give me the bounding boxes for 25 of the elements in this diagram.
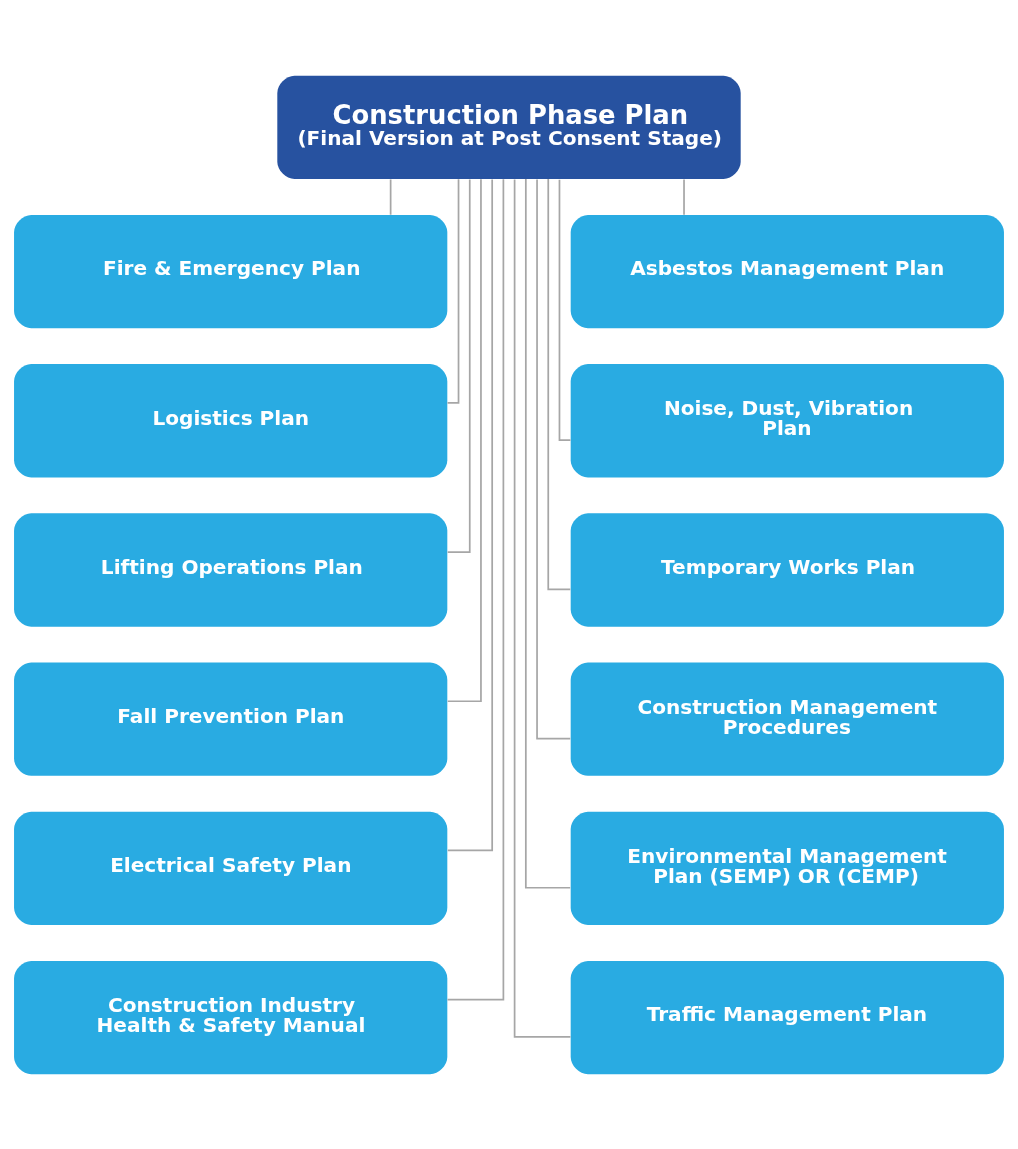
node-box: Asbestos Management Plan <box>570 214 1004 328</box>
connector <box>683 178 685 216</box>
node-box: Environmental Management Plan (SEMP) OR (CEMP) <box>570 811 1004 925</box>
node-box: Logistics Plan <box>14 363 448 477</box>
node-box: Fall Prevention Plan <box>14 662 448 776</box>
connector <box>446 177 460 404</box>
connector <box>524 177 572 889</box>
connector <box>446 178 505 1000</box>
node-box: Fire & Emergency Plan <box>14 214 448 328</box>
connector <box>389 178 392 216</box>
connector <box>547 177 572 590</box>
connector <box>446 177 482 702</box>
connector <box>446 178 471 553</box>
node-box: Lifting Operations Plan <box>14 512 448 627</box>
connector <box>558 178 572 441</box>
node-box: Construction Management Procedures <box>570 662 1004 776</box>
node-box: Construction Phase Plan (Final Version at Post Consent Stage) <box>277 75 741 179</box>
node-box: Traffic Management Plan <box>570 960 1004 1074</box>
connector <box>513 178 572 1038</box>
node-box: Noise, Dust, Vibration Plan <box>570 363 1004 477</box>
connector <box>536 178 572 739</box>
connector <box>446 178 494 851</box>
node-box: Electrical Safety Plan <box>14 811 448 925</box>
node-box: Construction Industry Health & Safety Manual <box>14 960 448 1074</box>
node-box: Temporary Works Plan <box>570 512 1004 627</box>
